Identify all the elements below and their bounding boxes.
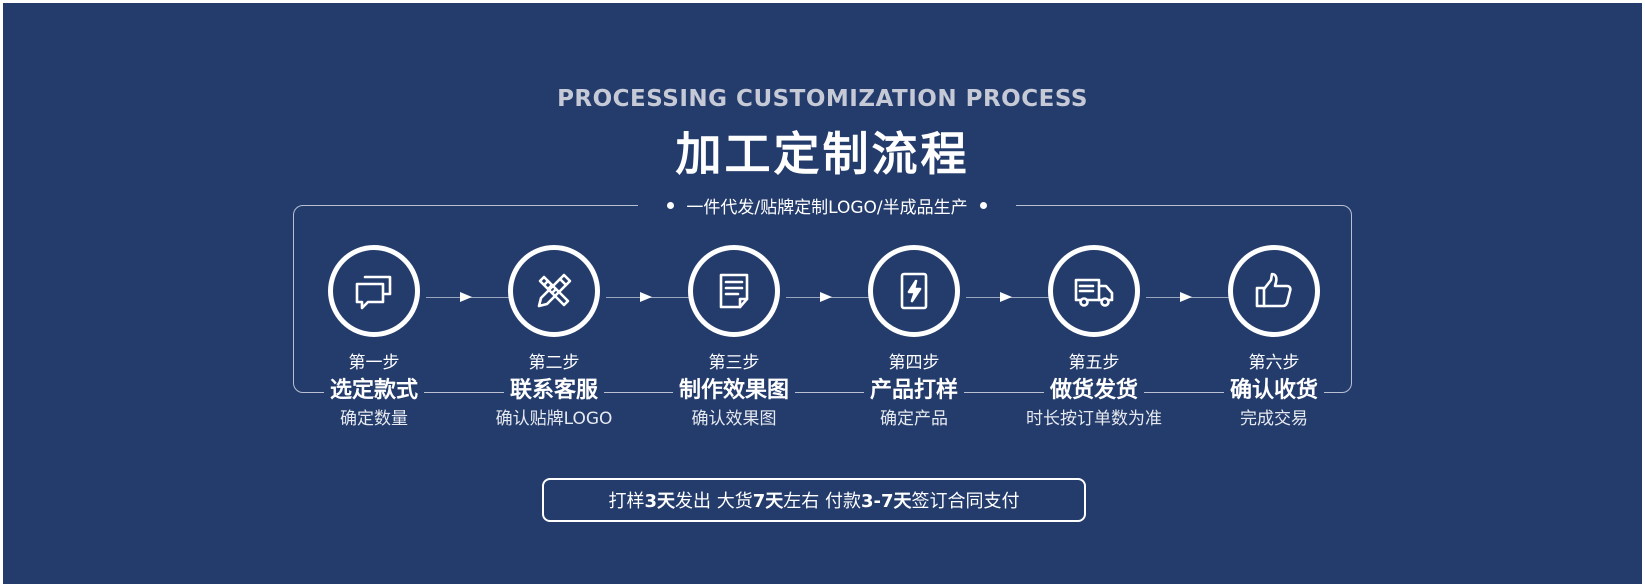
step-6-desc: 完成交易 (1240, 409, 1308, 429)
terms-text-1: 打样 (608, 491, 645, 512)
pencil-ruler-icon (537, 273, 572, 308)
arrow-3-icon (820, 292, 832, 302)
terms-payment-days: 3-7天 (861, 491, 912, 512)
phone-bolt-icon (900, 272, 928, 310)
terms-text-4: 签订合同支付 (911, 491, 1020, 512)
frame-label: 一件代发/贴牌定制LOGO/半成品生产 (638, 193, 1016, 218)
step-5-title: 做货发货 (1043, 376, 1144, 406)
step-4-title: 产品打样 (863, 376, 964, 406)
arrow-2-icon (640, 292, 652, 302)
step-3-desc: 确认效果图 (691, 409, 777, 429)
step-6: 第六步 确认收货 完成交易 (1174, 245, 1374, 431)
step-6-number: 第六步 (1248, 353, 1300, 373)
step-1-circle (328, 245, 420, 337)
terms-sample-days: 3天 (644, 491, 675, 512)
connector-5 (1146, 297, 1252, 298)
step-3-circle (688, 245, 780, 337)
page-title: 加工定制流程 (675, 127, 970, 181)
step-1-number: 第一步 (348, 353, 400, 373)
step-5: 第五步 做货发货 时长按订单数为准 (994, 245, 1194, 431)
step-3-number: 第三步 (708, 353, 760, 373)
frame-label-text: 一件代发/贴牌定制LOGO/半成品生产 (686, 197, 968, 218)
step-2-desc: 确认贴牌LOGO (495, 409, 613, 429)
connector-3 (786, 297, 892, 298)
terms-text-3: 左右 付款 (783, 491, 861, 512)
step-1: 第一步 选定款式 确定数量 (274, 245, 474, 431)
connector-2 (606, 297, 712, 298)
step-2-number: 第二步 (528, 353, 580, 373)
step-5-desc: 时长按订单数为准 (1026, 409, 1162, 429)
step-2-title: 联系客服 (503, 376, 604, 406)
thumbs-up-icon (1255, 272, 1292, 308)
connector-4 (966, 297, 1072, 298)
step-1-title: 选定款式 (323, 376, 424, 406)
step-5-number: 第五步 (1068, 353, 1120, 373)
step-5-circle (1048, 245, 1140, 337)
arrow-1-icon (460, 292, 472, 302)
step-2-circle (508, 245, 600, 337)
step-3-title: 制作效果图 (672, 376, 795, 406)
terms-bulk-days: 7天 (752, 491, 784, 512)
step-4-number: 第四步 (888, 353, 940, 373)
document-icon (719, 273, 749, 309)
chat-bubbles-icon (355, 275, 392, 310)
english-subtitle: PROCESSING CUSTOMIZATION PROCESS (557, 86, 1088, 112)
step-3: 第三步 制作效果图 确认效果图 (634, 245, 834, 431)
step-4-circle (868, 245, 960, 337)
terms-text-2: 发出 大货 (675, 491, 753, 512)
delivery-truck-icon (1074, 278, 1114, 307)
step-2: 第二步 联系客服 确认贴牌LOGO (454, 245, 654, 431)
arrow-4-icon (1000, 292, 1012, 302)
dot-left (667, 201, 675, 209)
step-1-desc: 确定数量 (340, 409, 408, 429)
step-6-circle (1228, 245, 1320, 337)
connector-1 (426, 297, 532, 298)
arrow-5-icon (1180, 292, 1192, 302)
step-4-desc: 确定产品 (880, 409, 948, 429)
dot-right (979, 201, 987, 209)
step-4: 第四步 产品打样 确定产品 (814, 245, 1014, 431)
step-6-title: 确认收货 (1223, 376, 1324, 406)
